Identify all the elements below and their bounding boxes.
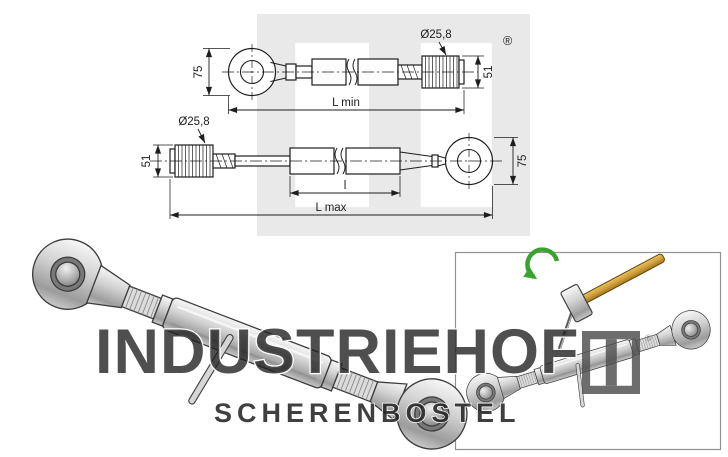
dim-length-max: L max [169,179,493,219]
dim-label-eye-height-max: 75 [517,155,529,168]
link-body-retracted [295,58,423,86]
dim-spindle-height-max: 51 [141,144,173,178]
dim-label-spindle-height-min: 51 [483,66,495,79]
dim-spindle-height-min: 51 [462,55,495,89]
dim-label-length-min: L min [332,97,360,109]
threaded-spindle-right [421,55,465,89]
technical-drawing-extended [150,133,502,189]
dim-length-min: L min [228,90,465,114]
hammer-head [560,284,593,323]
brand-logo-registered-mark: ® [645,333,652,343]
watermark: INDUSTRIEHOF ® SCHERENBOSTEL [94,316,652,429]
dims-retracted: 75 51 Ø25,8 L min ® [193,29,513,114]
watermark-location-text: SCHERENBOSTEL [214,398,521,428]
watermark-logo-background [257,14,530,236]
hammer-icon [560,253,665,323]
dim-label-diameter-max: Ø25,8 [178,116,209,128]
dim-eye-height-max: 75 [494,137,529,185]
dims-extended: Ø25,8 51 75 l L max [141,116,529,219]
registered-trademark: ® [503,34,513,48]
dim-eye-height-min: 75 [193,48,230,96]
dim-label-eye-height-min: 75 [193,66,205,79]
dim-label-diameter-min: Ø25,8 [420,29,451,41]
rotate-arrow-icon [523,247,560,280]
dim-label-tube-length: l [344,180,347,192]
dim-thread-diameter-min: Ø25,8 [420,29,452,56]
leader-line [197,128,206,144]
technical-drawing-retracted [222,44,478,100]
dim-label-length-max: L max [316,202,347,214]
leader-line [438,41,447,56]
punch-pin [557,310,574,352]
dim-thread-diameter-max: Ø25,8 [178,116,210,144]
dim-tube-length: l [289,176,401,197]
watermark-brand-text: INDUSTRIEHOF [95,317,580,387]
dim-label-spindle-height-max: 51 [141,155,153,168]
